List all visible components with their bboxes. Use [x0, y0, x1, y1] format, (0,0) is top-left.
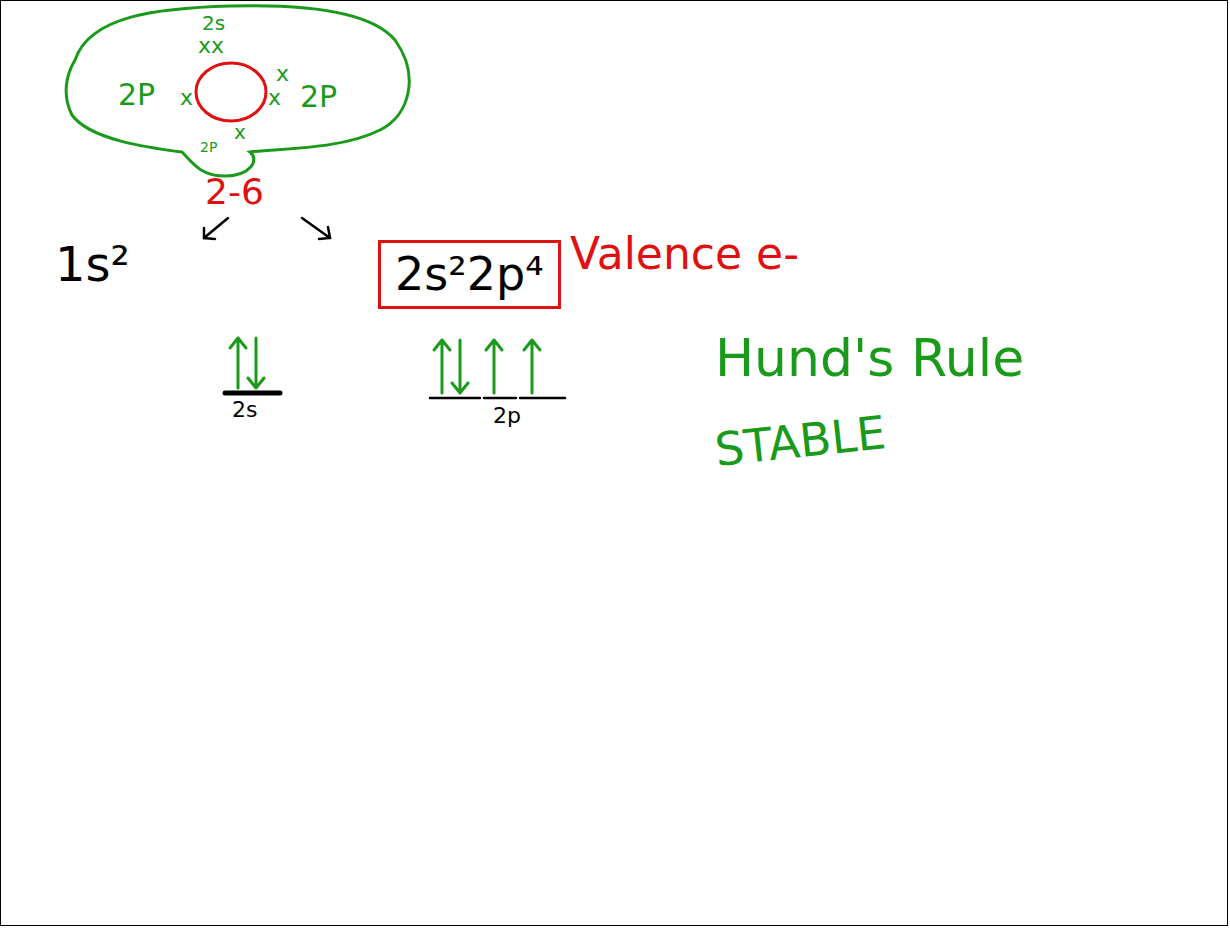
nucleus-circle [196, 63, 266, 121]
electron-mark: x [180, 86, 193, 110]
cloud-outline [60, 0, 430, 180]
electron-mark: x [276, 62, 289, 86]
orbital-label: 2P [200, 140, 217, 155]
spin-up-arrow [230, 338, 246, 388]
spin-up-arrow [434, 340, 450, 393]
spin-down-arrow [248, 338, 264, 388]
shell-count: 2-6 [205, 172, 264, 212]
electron-mark: x [268, 86, 281, 110]
orbital-line [484, 397, 516, 400]
orbital-line [430, 397, 480, 400]
split-arrow [302, 218, 330, 238]
electron-marks: xx [198, 34, 224, 58]
orbital-label: 2s [202, 12, 225, 34]
valence-note: Valence e- [570, 230, 799, 278]
orbital-label: 2p [493, 404, 521, 428]
valence-box: 2s²2p⁴ [378, 240, 561, 309]
electron-mark: x [234, 121, 246, 143]
arrow-head [204, 228, 215, 239]
core-configuration: 1s² [55, 238, 130, 291]
configuration-text: 2s²2p⁴ [395, 249, 544, 300]
stability-note: STABLE [712, 407, 888, 475]
spin-up-arrow [486, 340, 502, 393]
electron-cloud: 2sxx2Pxxx2Px2P [60, 0, 430, 180]
orbital-line [520, 397, 565, 400]
arrow-head [319, 227, 330, 239]
split-arrow [204, 218, 228, 238]
rule-note: Hund's Rule [715, 330, 1024, 387]
orbital-line [225, 391, 280, 396]
spin-up-arrow [524, 340, 540, 393]
cloud-outline [66, 6, 409, 176]
orbital-label: 2P [300, 80, 337, 113]
spin-down-arrow [452, 340, 468, 393]
orbital-label: 2s [232, 398, 257, 422]
orbital-label: 2P [118, 78, 155, 111]
